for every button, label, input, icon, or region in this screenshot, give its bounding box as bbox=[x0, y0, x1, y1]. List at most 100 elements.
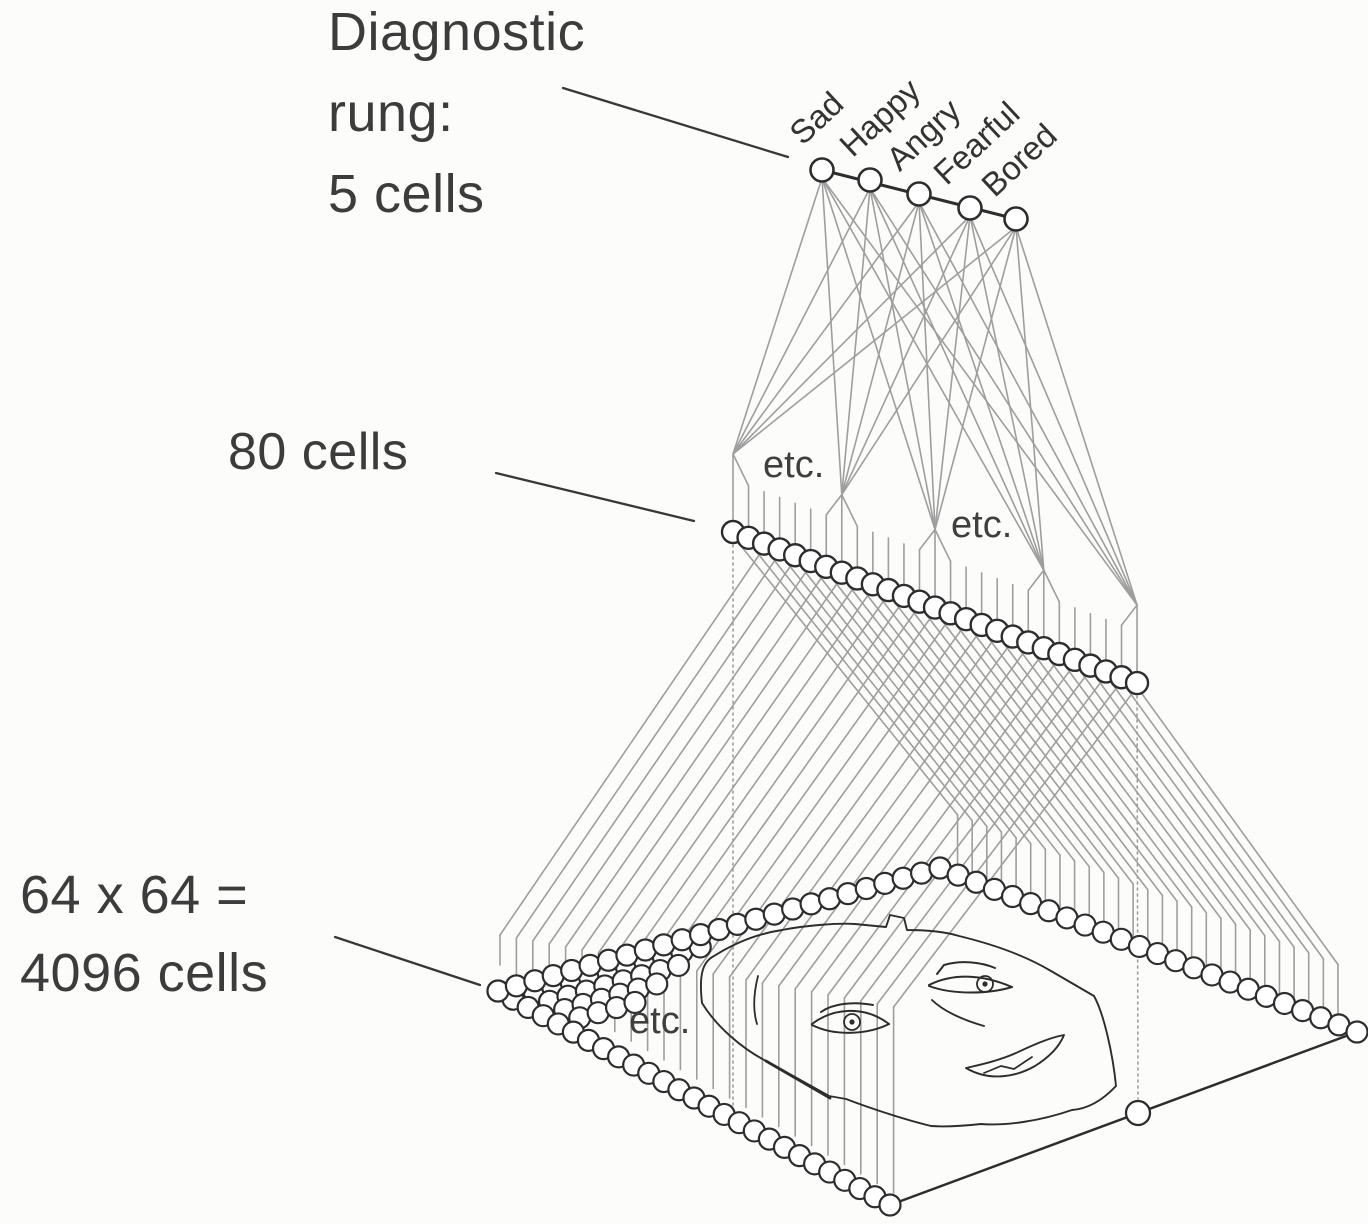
input-layer-label-line1: 64 x 64 = bbox=[20, 865, 249, 925]
right-eye-lower-lid bbox=[928, 985, 1013, 994]
input-cell bbox=[666, 953, 691, 978]
grid-edge-bottom-right bbox=[888, 1030, 1359, 1207]
right-eye-pupil bbox=[982, 981, 988, 987]
etc-label-fan-right: etc. bbox=[951, 504, 1013, 546]
output-layer-label-line1: Diagnostic bbox=[328, 2, 586, 62]
fan-wire bbox=[840, 226, 1017, 496]
hidden-to-input-wire bbox=[777, 645, 1030, 987]
hidden-to-input-wire bbox=[1120, 680, 1325, 960]
fan-wire bbox=[732, 177, 823, 455]
mouth-inner-line bbox=[983, 1056, 1033, 1074]
input-layer-label: 64 x 64 = 4096 cells bbox=[20, 856, 268, 1012]
fan-wire bbox=[918, 201, 1138, 606]
output-cell bbox=[957, 195, 983, 221]
input-layer-label-line2: 4096 cells bbox=[20, 943, 269, 1003]
output-layer-label: Diagnostic rung: 5 cells bbox=[328, 0, 585, 235]
fan-wire bbox=[869, 187, 936, 531]
hidden-to-input-wire bbox=[794, 558, 1017, 839]
hidden-to-input-wire bbox=[1136, 686, 1339, 966]
left-eye-pupil bbox=[849, 1019, 855, 1025]
etc-label-grid: etc. bbox=[629, 1000, 691, 1042]
hidden-to-input-wire bbox=[646, 599, 905, 963]
output-layer-row bbox=[809, 157, 1029, 232]
hidden-to-input-wire bbox=[810, 657, 1061, 993]
face-jaw-line bbox=[764, 1059, 832, 1100]
output-cell bbox=[809, 157, 835, 183]
fan-wire bbox=[732, 215, 971, 455]
hidden-to-input-wire bbox=[996, 633, 1208, 914]
fan-wire bbox=[821, 177, 1045, 572]
fan-wire bbox=[1015, 226, 1138, 606]
face-cheek-line bbox=[753, 975, 759, 1025]
hidden-cell bbox=[1124, 670, 1150, 696]
hidden-to-input-wire bbox=[887, 593, 1105, 874]
hidden-to-input-wire bbox=[1043, 651, 1251, 931]
input-cell bbox=[1345, 1020, 1368, 1044]
hidden-to-input-wire bbox=[1027, 645, 1237, 926]
input-cell-sampled bbox=[1124, 1099, 1152, 1127]
input-cell bbox=[645, 972, 669, 996]
hidden-to-input-wire bbox=[630, 593, 890, 960]
fan-wire bbox=[969, 215, 1138, 606]
hidden-to-input-wire bbox=[1074, 663, 1281, 943]
face-sketch-layer bbox=[699, 914, 1117, 1128]
right-eye-iris bbox=[976, 975, 994, 993]
hidden-to-input-wire bbox=[745, 633, 998, 981]
mouth-outline bbox=[965, 1034, 1065, 1078]
output-cell bbox=[1003, 206, 1029, 232]
face-outline bbox=[699, 914, 1117, 1128]
fan-splay-wire bbox=[825, 493, 843, 516]
hidden-to-input-wire bbox=[965, 622, 1178, 903]
hidden-to-input-wire bbox=[1105, 674, 1310, 954]
left-eye-upper-lid bbox=[811, 1009, 890, 1025]
fan-wire bbox=[732, 201, 920, 455]
fan-wire bbox=[732, 187, 871, 455]
input-cell bbox=[878, 1193, 902, 1217]
fan-wire bbox=[934, 226, 1017, 531]
nose-line bbox=[931, 999, 985, 1027]
dashed-sample-wire bbox=[1136, 689, 1139, 1100]
wire-layer bbox=[499, 177, 1339, 1194]
hidden-to-input-wire bbox=[747, 541, 973, 822]
input-cell bbox=[623, 990, 647, 1015]
fan-splay-wire bbox=[1027, 569, 1045, 592]
fan-splay-wire bbox=[918, 528, 936, 551]
right-eyebrow bbox=[936, 961, 996, 975]
fan-wire bbox=[821, 177, 843, 496]
hidden-to-input-wire bbox=[859, 674, 1107, 1002]
hidden-to-input-wire bbox=[825, 570, 1047, 851]
hidden-to-input-wire bbox=[827, 663, 1076, 996]
leader-line-input bbox=[333, 935, 482, 987]
hidden-to-input-wire bbox=[980, 628, 1193, 908]
leader-lines bbox=[333, 86, 790, 987]
fan-wire bbox=[918, 201, 936, 531]
hidden-to-input-wire bbox=[548, 564, 812, 945]
fan-wire bbox=[918, 201, 1045, 572]
fan-wire bbox=[969, 215, 1045, 572]
hidden-to-input-wire bbox=[531, 558, 796, 942]
fan-wire bbox=[869, 187, 1138, 606]
hidden-to-input-wire bbox=[581, 575, 843, 951]
fan-wire bbox=[840, 187, 871, 496]
input-grid-layer bbox=[486, 856, 1368, 1217]
hidden-to-input-wire bbox=[663, 604, 921, 966]
fan-wire bbox=[869, 187, 1045, 572]
hidden-to-input-wire bbox=[679, 610, 936, 969]
fan-wire bbox=[840, 201, 920, 496]
hidden-to-input-wire bbox=[794, 651, 1045, 990]
hidden-to-input-wire bbox=[732, 535, 959, 816]
hidden-to-input-wire bbox=[613, 587, 874, 957]
hidden-to-input-wire bbox=[564, 570, 828, 948]
right-eye-upper-lid bbox=[928, 975, 1013, 988]
leader-line-hidden bbox=[494, 471, 696, 523]
hidden-to-input-wire bbox=[856, 581, 1076, 862]
fan-wire bbox=[1015, 226, 1045, 572]
left-eye-lower-lid bbox=[811, 1023, 890, 1034]
hidden-layer-label: 80 cells bbox=[228, 423, 409, 481]
hidden-to-input-wire bbox=[1058, 657, 1266, 937]
etc-label-fan-left: etc. bbox=[763, 444, 825, 486]
hidden-to-input-wire bbox=[934, 610, 1149, 891]
fan-wire bbox=[821, 177, 936, 531]
